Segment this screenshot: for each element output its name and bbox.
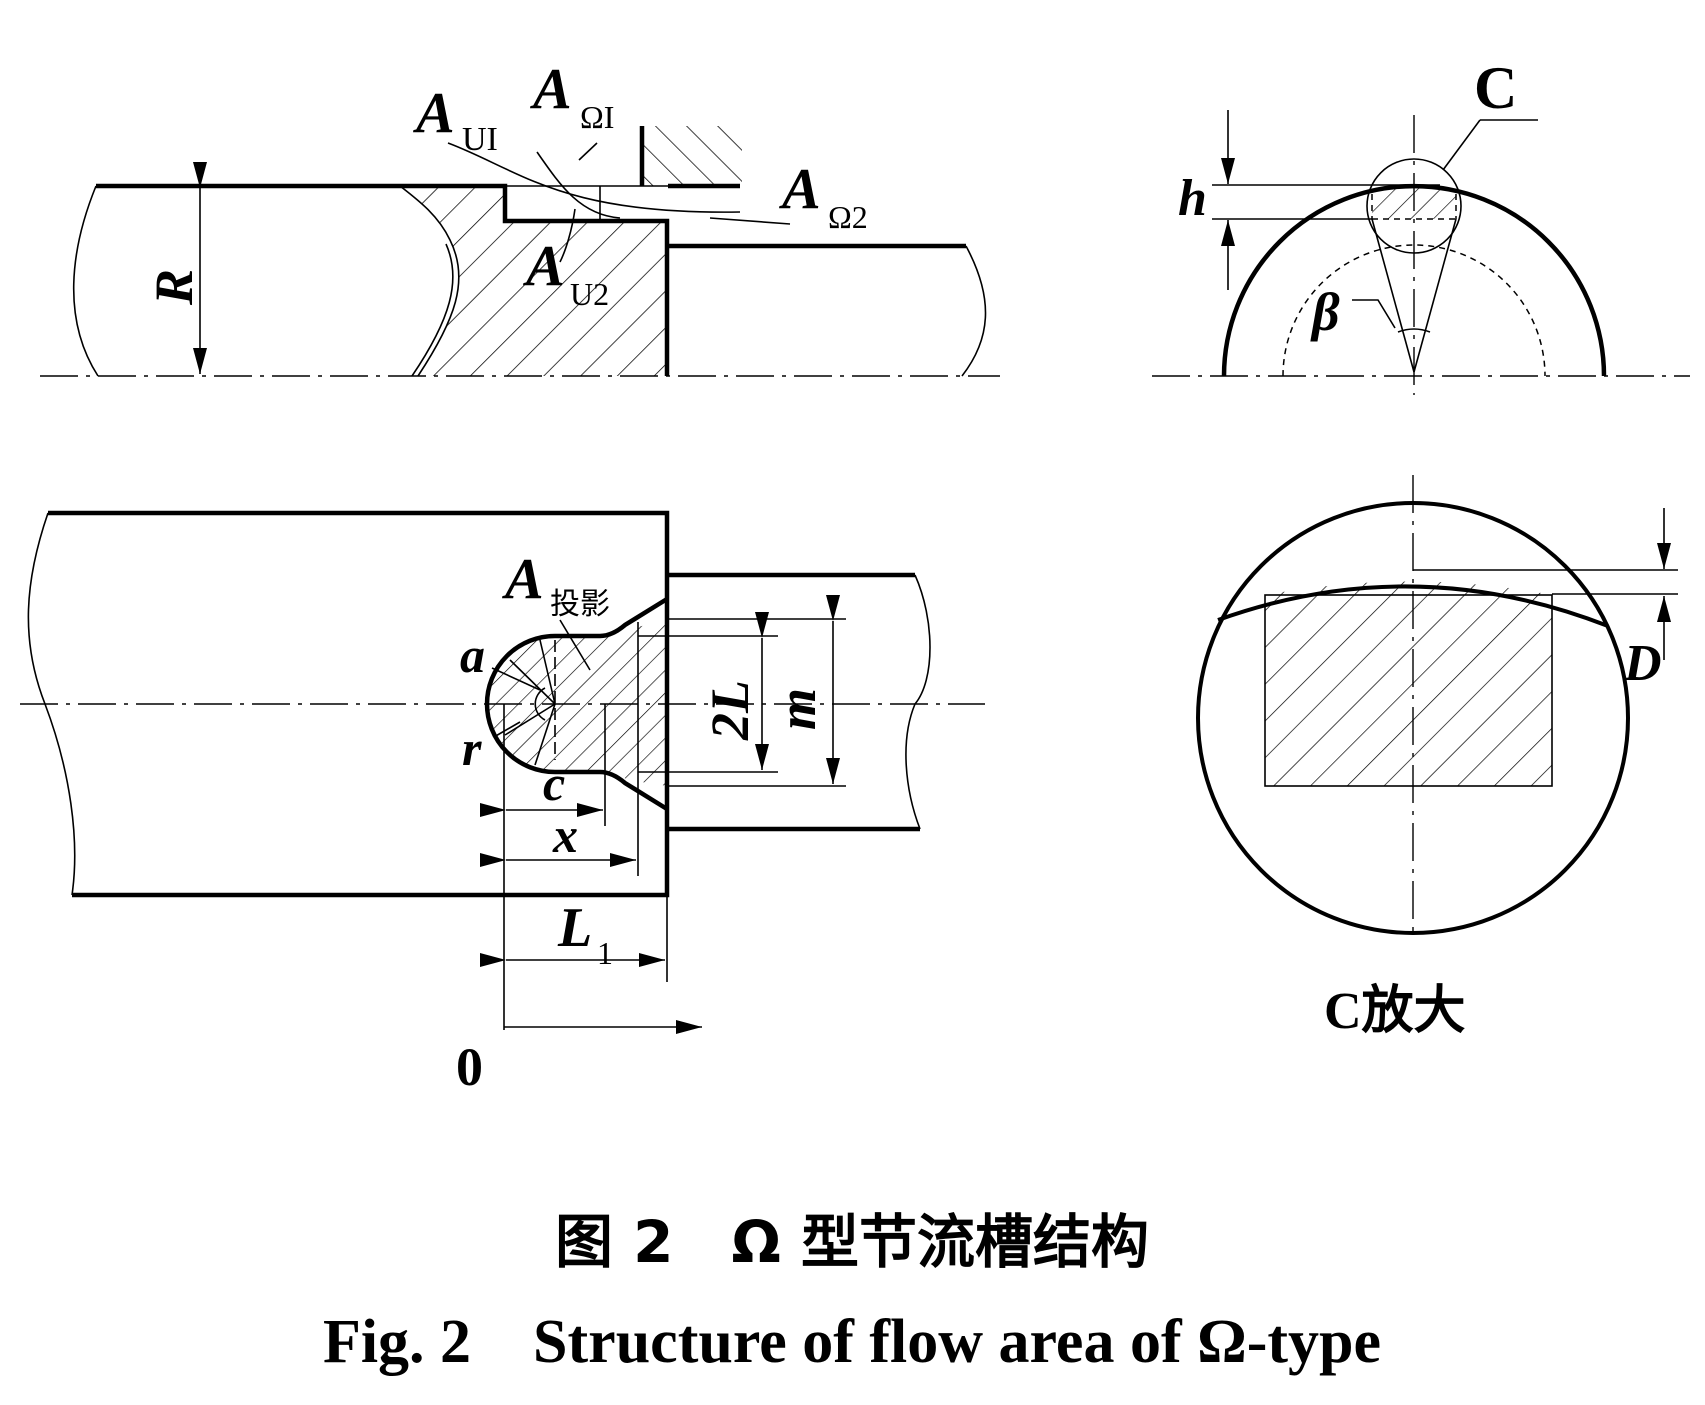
label-m: m <box>767 688 827 730</box>
label-R: R <box>144 269 204 306</box>
bottom-left-plan-view: 2L m c x L 1 0 A 投影 a r <box>20 510 985 1097</box>
wedge-line-right <box>1413 218 1457 373</box>
label-beta: β <box>1310 282 1340 342</box>
leader-r <box>493 721 521 738</box>
detail-circle <box>1196 501 1630 935</box>
groove-hatch <box>1372 188 1456 219</box>
leader-A-U2 <box>559 208 576 263</box>
spool-outline-left <box>96 183 670 376</box>
leader-A-U1 <box>447 142 741 213</box>
radius-line <box>509 659 556 705</box>
groove-outline-top <box>555 597 669 639</box>
caption-english: Fig. 2 Structure of flow area of Ω-type <box>323 1308 1381 1376</box>
wedge-line-left <box>1371 218 1415 373</box>
groove-hatch <box>487 622 668 786</box>
bottom-right-detail-view: D C放大 <box>1196 475 1678 1040</box>
label-A-U1: A <box>413 80 455 145</box>
hatch-boundary-curve <box>399 185 460 377</box>
figure-caption: 图 2 Ω 型节流槽结构 Fig. 2 Structure of flow ar… <box>323 1208 1381 1376</box>
leader-C <box>1442 119 1481 171</box>
label-A-Omega1: A <box>530 56 572 121</box>
radius-line-3 <box>539 639 556 705</box>
label-A-Omega2: A <box>779 156 821 221</box>
label-x: x <box>552 807 578 863</box>
angle-arc <box>534 687 546 721</box>
groove-outline-bottom <box>555 769 669 811</box>
label-A-proj-sub: 投影 <box>550 588 610 621</box>
label-A-U2: A <box>523 233 565 298</box>
break-line-right <box>905 574 931 830</box>
label-c: c <box>543 755 565 811</box>
groove-outline-round <box>484 633 556 775</box>
label-L1-sub: 1 <box>597 935 613 971</box>
outer-semicircle <box>1221 183 1607 377</box>
label-A-Omega2-sub: Ω2 <box>828 199 868 235</box>
sleeve-hatched-block <box>642 126 742 186</box>
label-A-U1-sub: UI <box>462 121 498 158</box>
spool-surface-arc <box>1217 584 1609 628</box>
leader-A-Omega1-curve <box>536 151 621 219</box>
hatched-region <box>400 186 667 376</box>
label-r: r <box>462 720 482 776</box>
label-C: C <box>1474 55 1517 121</box>
radius-line-4 <box>534 703 556 766</box>
caption-chinese: 图 2 Ω 型节流槽结构 <box>555 1208 1149 1276</box>
label-h: h <box>1178 170 1207 227</box>
label-a: a <box>460 627 485 683</box>
leader-beta <box>1352 299 1396 329</box>
top-left-section-view: R A UI A ΩI A Ω2 A U2 <box>40 56 1000 377</box>
label-origin: 0 <box>456 1037 483 1097</box>
groove-hatch <box>1265 581 1552 786</box>
top-right-cross-section-view: C β h <box>1152 55 1690 395</box>
break-line-left <box>72 185 99 377</box>
beta-arc <box>1397 328 1431 333</box>
leader-A-proj <box>559 619 591 671</box>
label-A-proj: A <box>502 546 544 611</box>
label-L1: L <box>557 897 592 959</box>
leader-A-Omega1 <box>578 142 598 161</box>
leader-A-Omega2 <box>709 217 791 225</box>
groove-rectangle <box>1264 594 1553 787</box>
leader-a <box>491 667 541 691</box>
label-A-U2-sub: U2 <box>570 276 609 312</box>
radius-line-2 <box>504 703 556 736</box>
hatch-boundary-curve-2 <box>411 243 454 377</box>
break-line-right <box>961 245 987 377</box>
break-line-left <box>27 512 76 896</box>
label-A-Omega1-sub: ΩI <box>580 99 614 135</box>
detail-title: C放大 <box>1324 982 1466 1040</box>
label-2L: 2L <box>700 680 760 741</box>
detail-circle-C <box>1366 158 1462 254</box>
label-D: D <box>1623 635 1662 692</box>
